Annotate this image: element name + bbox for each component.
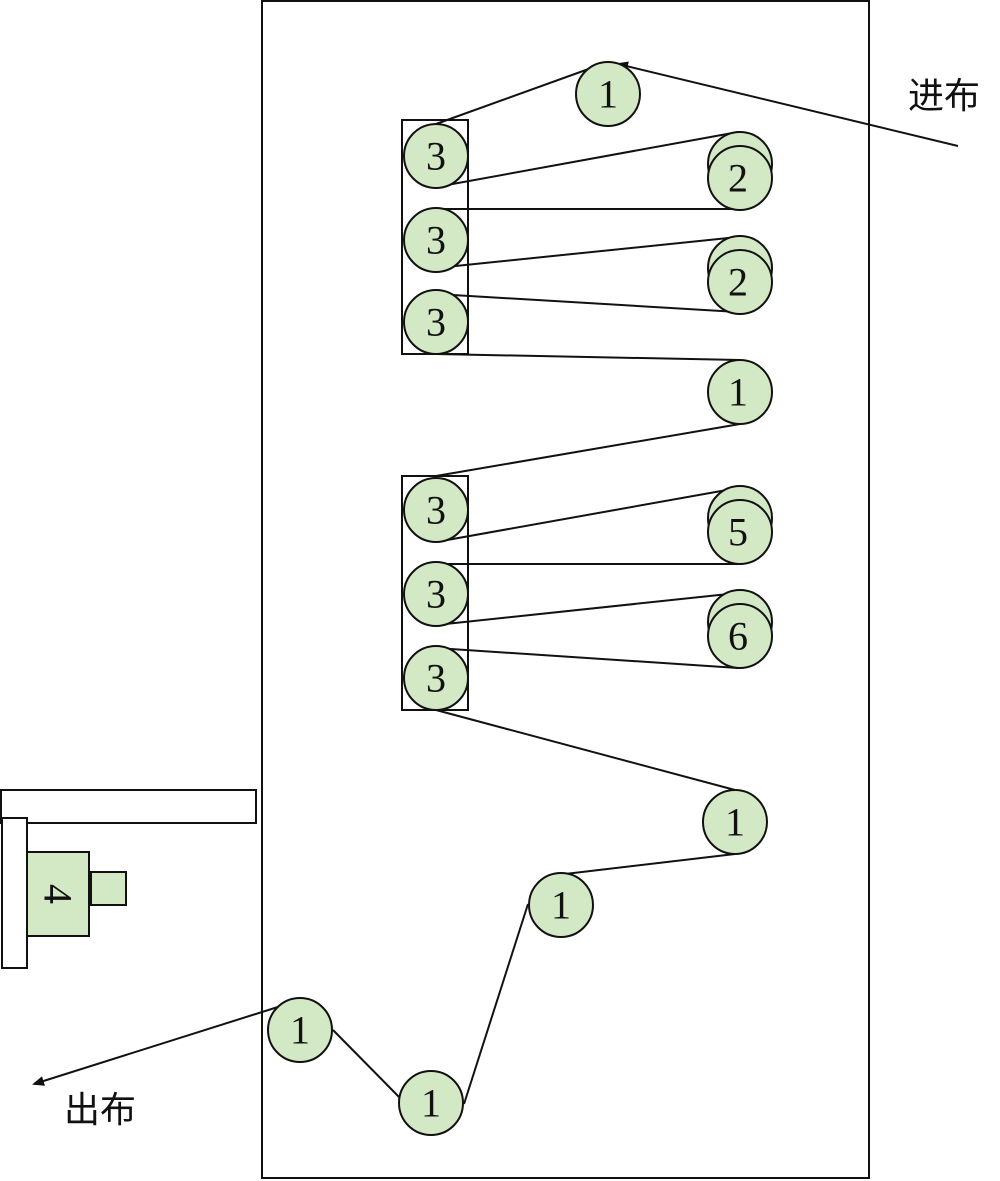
roller-6: 6 [707,589,773,669]
roller-3e: 3 [403,561,469,627]
roller-3b: 3 [403,207,469,273]
belt-segment [435,353,741,361]
outlet-arrow [32,999,301,1086]
roller-label: 1 [421,1081,441,1126]
belt-segment [435,61,609,125]
roller-3a: 3 [403,123,469,189]
motor-body [26,851,90,937]
belt-segment [435,709,736,791]
roller-3c: 3 [403,289,469,355]
belt-segment [332,1029,401,1099]
roller-label: 3 [426,218,446,263]
belt-segment [435,236,739,269]
roller-label: 1 [598,72,618,117]
roller-mid: 1 [707,359,773,425]
roller-label: 3 [426,572,446,617]
roller-label: 1 [725,800,745,845]
roller-2a: 2 [707,131,773,211]
motor-bracket-side [1,817,28,969]
roller-low1: 1 [702,789,768,855]
roller-label: 3 [426,134,446,179]
motor-label: 4 [36,884,81,904]
roller-top: 1 [575,61,641,127]
roller-low4: 1 [267,997,333,1063]
belt-segment [564,853,736,875]
machine-frame [261,0,870,1179]
motor-assembly: 4 [0,789,257,969]
belt-segment [435,647,739,669]
fabric-path [32,61,959,1105]
belt-segment [435,487,739,543]
motor-shaft [90,871,127,906]
roller-label: 2 [728,156,748,201]
roller-3f: 3 [403,645,469,711]
inlet-label: 进布 [908,76,980,117]
belt-segment [463,903,529,1105]
roller-label: 3 [426,488,446,533]
belt-segment [435,423,741,477]
roller-label: 1 [551,883,571,928]
roller-low3: 1 [398,1070,464,1136]
belt-segment [435,592,739,626]
roller-label: 3 [426,656,446,701]
roller-5: 5 [707,485,773,565]
roller-label: 3 [426,300,446,345]
inlet-arrow [616,61,959,147]
roller-3d: 3 [403,477,469,543]
roller-label: 1 [290,1008,310,1053]
belt-segment [435,293,739,313]
outlet-label: 出布 [64,1090,136,1131]
roller-low2: 1 [528,872,594,938]
roller-label: 2 [728,260,748,305]
roller-label: 1 [728,370,748,415]
motor-bracket-top [0,789,257,824]
belt-segment [435,131,739,188]
roller-label: 6 [728,614,748,659]
roller-label: 5 [728,510,748,555]
roller-2b: 2 [707,235,773,315]
